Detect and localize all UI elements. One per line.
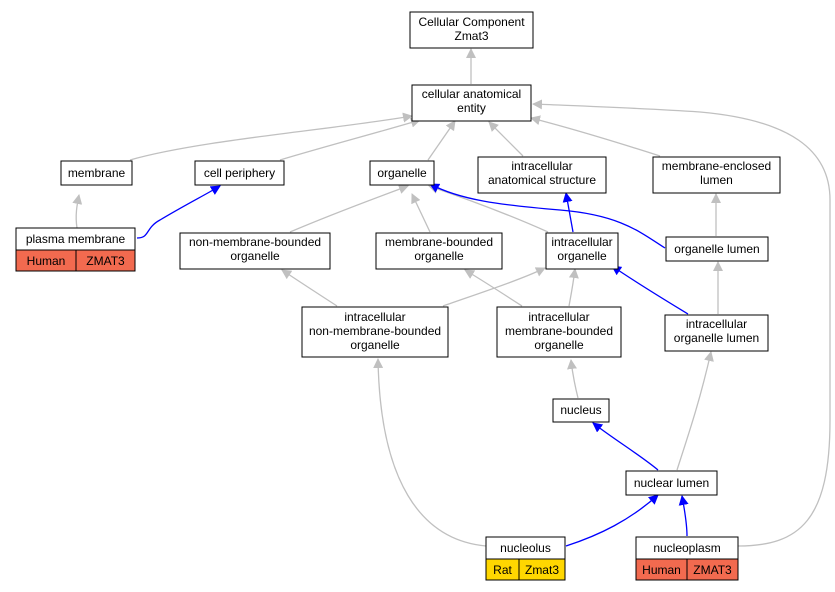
edge-mel-to-cae	[530, 115, 661, 157]
edge-imbo-to-mbo	[464, 269, 523, 307]
node-nucleolus[interactable]: nucleolus Rat Zmat3	[485, 536, 566, 581]
node-label-line: cellular anatomical	[422, 87, 521, 101]
node-label-line: organelle	[534, 338, 584, 352]
node-intracellular-organelle[interactable]: intracellular organelle	[545, 232, 619, 270]
node-label-line: organelle	[230, 249, 280, 263]
edge-nucleoplasm-to-nl	[678, 495, 689, 537]
node-label-line: intracellular	[528, 310, 589, 324]
node-cellular-anatomical-entity[interactable]: cellular anatomical entity	[411, 84, 532, 122]
node-label-line: organelle	[557, 249, 607, 263]
node-cellular-component-zmat3[interactable]: Cellular Component Zmat3	[409, 11, 534, 49]
node-label-line: nucleoplasm	[653, 541, 720, 555]
node-nucleoplasm[interactable]: nucleoplasm Human ZMAT3	[635, 536, 739, 581]
edge-nucleolus-to-inmbo	[373, 358, 487, 547]
edge-nmbo-to-organelle	[289, 184, 409, 233]
node-label-line: Cellular Component	[418, 15, 525, 29]
node-label-line: organelle lumen	[674, 331, 759, 345]
edge-iol-to-io	[611, 265, 689, 315]
edge-inmbo-to-nmbo	[281, 269, 338, 307]
edge-nl-to-nucleus	[592, 422, 659, 471]
node-non-membrane-bounded-organelle[interactable]: non-membrane-bounded organelle	[179, 232, 331, 270]
node-label-line: plasma membrane	[26, 232, 126, 246]
node-label-line: organelle	[350, 338, 400, 352]
edge-nucleolus-to-nl	[565, 494, 659, 547]
node-label-line: cell periphery	[204, 166, 275, 180]
node-label-line: membrane-bounded	[385, 235, 493, 249]
node-label-line: intracellular	[551, 235, 612, 249]
node-intracellular-organelle-lumen[interactable]: intracellular organelle lumen	[664, 314, 769, 352]
edges	[72, 48, 831, 547]
node-label-line: anatomical structure	[488, 173, 596, 187]
edge-io-to-organelle	[428, 184, 549, 233]
badge-gene-label: ZMAT3	[86, 254, 125, 268]
edge-mbo-to-organelle	[411, 193, 431, 233]
node-label-line: nuclear lumen	[634, 476, 709, 490]
node-label-line: non-membrane-bounded	[189, 235, 321, 249]
badge-gene-zmat3	[686, 558, 739, 581]
node-membrane[interactable]: membrane	[60, 160, 133, 186]
edge-nucleoplasm-to-cae	[532, 99, 831, 547]
node-plasma-membrane[interactable]: plasma membrane Human ZMAT3	[15, 227, 136, 272]
edge-cell-periphery-to-cae	[279, 117, 421, 161]
node-label-line: intracellular	[344, 310, 405, 324]
node-label-line: non-membrane-bounded	[309, 324, 441, 338]
edge-pm-to-membrane	[72, 194, 83, 229]
badge-species-label: Human	[27, 254, 66, 268]
node-label-line: organelle	[414, 249, 464, 263]
edge-membrane-to-cae	[129, 112, 413, 161]
node-cell-periphery[interactable]: cell periphery	[194, 160, 285, 186]
badge-gene-label: ZMAT3	[693, 563, 732, 577]
badge-gene-label: Zmat3	[525, 563, 559, 577]
node-membrane-enclosed-lumen[interactable]: membrane-enclosed lumen	[652, 156, 781, 194]
edge-inmbo-to-io	[442, 267, 546, 307]
edge-imbo-to-io	[568, 268, 579, 307]
node-organelle-lumen[interactable]: organelle lumen	[665, 236, 769, 262]
badge-gene-zmat3	[75, 249, 136, 272]
node-label-line: membrane-bounded	[505, 324, 613, 338]
edge-organelle-to-cae	[427, 120, 456, 161]
node-label-line: intracellular	[686, 317, 747, 331]
node-label-line: membrane-enclosed	[662, 159, 771, 173]
edge-nl-to-iol	[676, 351, 714, 471]
node-label-line: nucleolus	[500, 541, 551, 555]
edge-ias-to-cae	[488, 121, 524, 157]
badge-species-label: Human	[642, 563, 681, 577]
node-label-line: organelle lumen	[674, 242, 759, 256]
node-label-line: membrane	[68, 166, 126, 180]
badge-species-label: Rat	[493, 563, 512, 577]
node-label-line: organelle	[377, 166, 427, 180]
node-label-line: intracellular	[511, 159, 572, 173]
node-intracellular-membrane-bounded-organelle[interactable]: intracellular membrane-bounded organelle	[496, 306, 622, 358]
node-intracellular-non-membrane-bounded-organelle[interactable]: intracellular non-membrane-bounded organ…	[301, 306, 449, 358]
node-label-line: entity	[457, 101, 486, 115]
node-intracellular-anatomical-structure[interactable]: intracellular anatomical structure	[477, 156, 607, 194]
node-label-line: lumen	[700, 173, 733, 187]
badge-gene-zmat3	[518, 558, 566, 581]
node-label-line: nucleus	[560, 403, 601, 417]
edge-io-to-ias	[562, 192, 574, 233]
edge-nucleus-to-imbo	[567, 359, 579, 399]
node-nucleus[interactable]: nucleus	[552, 398, 610, 423]
node-label-line: Zmat3	[454, 29, 488, 43]
edge-ol-to-organelle	[429, 183, 666, 249]
node-organelle[interactable]: organelle	[369, 160, 435, 186]
edge-pm-to-cell-periphery	[136, 185, 221, 239]
node-membrane-bounded-organelle[interactable]: membrane-bounded organelle	[375, 232, 503, 270]
node-nuclear-lumen[interactable]: nuclear lumen	[625, 470, 718, 496]
